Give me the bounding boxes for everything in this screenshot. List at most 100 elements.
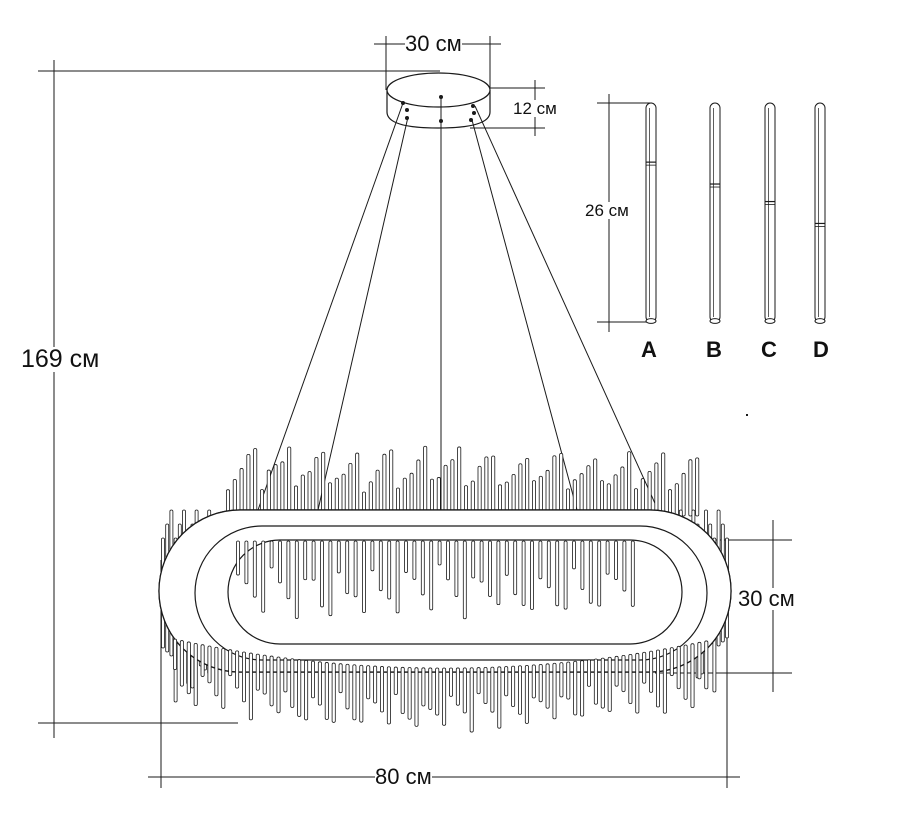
crystal-rod-upper — [246, 453, 251, 517]
crystal-rod-front — [538, 663, 543, 703]
crystal-rod-front — [476, 667, 481, 695]
canopy-screw-hole — [405, 108, 409, 112]
crystal-rod-front — [690, 643, 695, 709]
crystal-rod-front — [552, 662, 557, 720]
canopy-width-label: 30 см — [405, 31, 462, 56]
crystal-rod-upper — [545, 469, 550, 517]
crystal-rod-front — [448, 667, 453, 697]
rod-variant-c — [764, 102, 776, 324]
rod-end — [814, 318, 826, 324]
crystal-rod-front — [462, 667, 467, 714]
crystal-rod-inner — [353, 540, 358, 598]
crystal-rod-front — [607, 656, 612, 712]
crystal-rod-front — [676, 645, 681, 690]
crystal-rod-inner — [328, 540, 333, 617]
crystal-rod-front — [587, 659, 592, 687]
crystal-rod-front — [662, 648, 667, 714]
crystal-rod-upper — [681, 472, 686, 517]
crystal-rod-front — [283, 657, 288, 693]
total-height-label: 169 см — [21, 345, 100, 373]
crystal-rod-inner — [504, 540, 509, 576]
crystal-rod-upper — [423, 445, 428, 517]
crystal-rod-front — [621, 654, 626, 693]
crystal-rod-inner — [614, 540, 618, 580]
crystal-rod-inner — [496, 540, 501, 606]
crystal-rod-front — [421, 667, 426, 707]
ring-depth-label: 30 см — [738, 586, 795, 611]
rod-variant-label-a: A — [641, 337, 657, 362]
crystal-rod-inner — [588, 540, 593, 604]
crystal-rod-front — [276, 656, 281, 714]
crystal-rod-front — [241, 651, 246, 703]
crystal-rod-front — [428, 667, 433, 710]
crystal-rod-upper — [661, 452, 666, 517]
crystal-rod-inner — [404, 540, 408, 573]
crystal-rod-front — [345, 663, 350, 710]
crystal-rod-upper — [525, 457, 530, 517]
crystal-rod-inner — [513, 540, 518, 596]
rod-end — [645, 318, 657, 324]
crystal-rod-front — [317, 661, 322, 706]
crystal-rod-front — [262, 654, 267, 695]
rod-variant-b — [709, 102, 721, 324]
crystal-rod-inner — [320, 540, 324, 608]
crystal-rod-inner — [420, 540, 425, 596]
crystal-rod-upper — [586, 465, 591, 517]
suspension-cable — [474, 105, 659, 511]
crystal-rod-upper — [239, 468, 244, 517]
crystal-rod-front — [193, 642, 198, 706]
crystal-rod-front — [407, 667, 412, 720]
crystal-rod-front — [683, 644, 688, 700]
crystal-rod-front — [642, 651, 647, 684]
crystal-rod-front — [331, 662, 336, 723]
crystal-rod-front — [704, 640, 709, 690]
canopy-screw-hole — [472, 111, 476, 115]
crystal-rod-front — [172, 638, 177, 670]
crystal-rod-inner — [378, 540, 383, 592]
crystal-rod-upper — [674, 483, 679, 517]
crystal-rod-inner — [286, 540, 291, 600]
suspension-cable — [257, 102, 404, 511]
suspension-cable — [317, 116, 409, 511]
crystal-rod-front — [400, 666, 405, 715]
crystal-rod-front — [455, 667, 460, 706]
crystal-rod-upper — [273, 464, 278, 517]
crystal-rod-front — [511, 665, 516, 707]
crystal-rod-inner — [244, 540, 249, 585]
rod-variant-a — [645, 102, 657, 324]
rod-end — [709, 318, 721, 324]
crystal-rod-inner — [437, 540, 442, 566]
crystal-rod-upper — [552, 455, 557, 517]
crystal-rod-upper — [443, 464, 448, 517]
crystal-rod-inner — [530, 540, 534, 610]
crystal-rod-front — [442, 667, 447, 726]
crystal-rod-front — [414, 667, 419, 727]
crystal-rod-upper — [253, 448, 258, 517]
crystal-rod-front — [366, 665, 371, 700]
crystal-rod-front — [214, 646, 219, 697]
crystal-rod-inner — [336, 540, 341, 574]
ring-frame — [158, 509, 732, 673]
crystal-rod-front — [179, 640, 184, 687]
crystal-rod-front — [373, 665, 378, 704]
crystal-rod-front — [566, 661, 571, 700]
crystal-rod-front — [504, 666, 509, 697]
suspension-cables — [257, 97, 659, 511]
rod-variant-label-c: C — [761, 337, 777, 362]
crystal-rod-front — [386, 666, 391, 725]
crystal-rod-front — [255, 653, 260, 691]
crystal-rod-upper — [620, 466, 625, 517]
front-crystal-rods — [172, 638, 709, 733]
crystal-rod-front — [359, 664, 364, 723]
rod-variant-label-d: D — [813, 337, 829, 362]
crystal-rod-inner — [446, 540, 450, 581]
crystal-rod-inner — [555, 540, 560, 607]
rod-body — [709, 102, 721, 323]
crystal-rod-inner — [412, 540, 417, 580]
crystal-rod-inner — [269, 540, 274, 569]
crystal-rod-inner — [462, 540, 467, 620]
crystal-rod-front — [338, 663, 343, 694]
crystal-rod-inner — [454, 540, 459, 597]
crystal-rod-inner — [294, 540, 299, 619]
rod-body — [645, 102, 657, 323]
